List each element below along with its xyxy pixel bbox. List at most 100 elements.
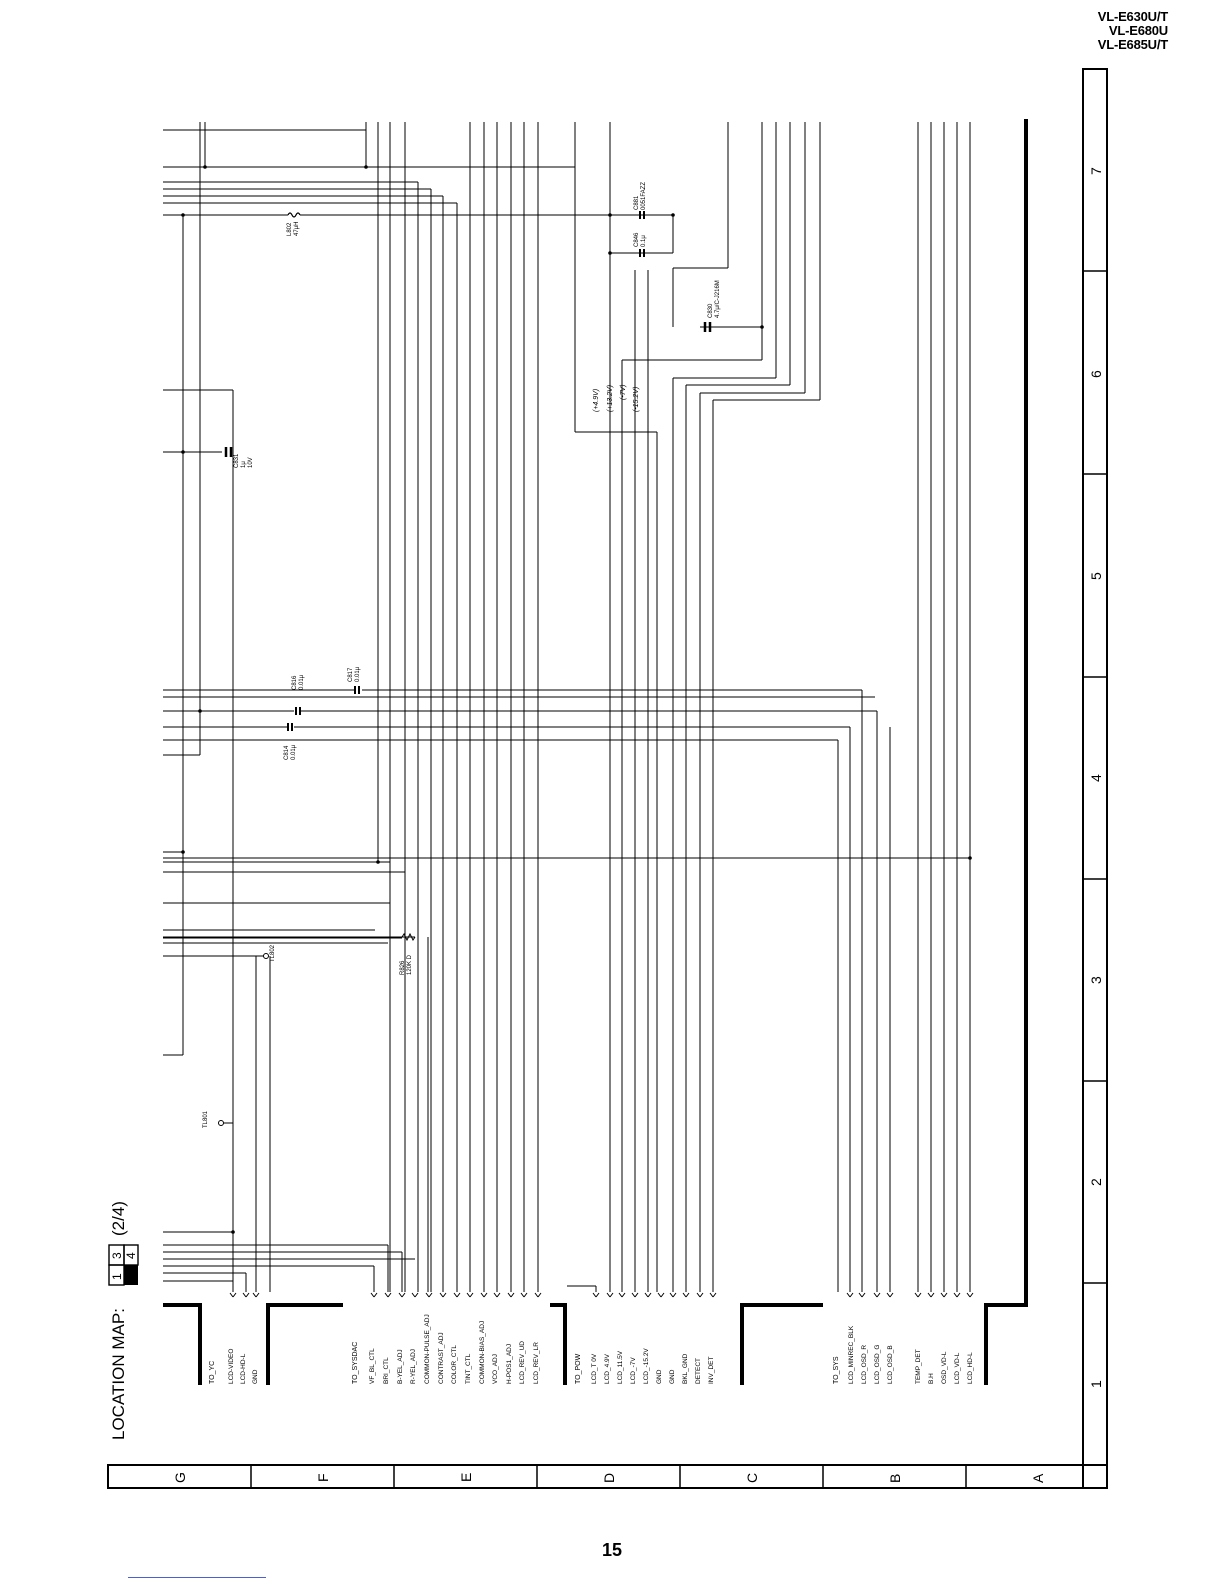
pin-label: COMMON-PULSE_ADJ: [424, 1314, 431, 1384]
pin-label: LCD_T 0V: [591, 1353, 598, 1384]
location-map-label: LOCATION MAP:: [109, 1308, 128, 1440]
pin-label: BKL_GND: [682, 1353, 689, 1384]
voltage-labels: (+4.9V) (+13.2V) (-7V) (-15.2V): [593, 384, 640, 412]
pin-label: COLOR_CTL: [451, 1345, 458, 1384]
value-c816: 0.01μ: [299, 674, 305, 690]
location-map: LOCATION MAP: 1 3 4 (2/4): [108, 1201, 139, 1440]
test-point-tl802: [263, 953, 269, 959]
grid-col-6: 6: [1088, 370, 1104, 378]
value-c830: 4.7μ/C-J216M: [715, 280, 721, 318]
bracket-right: [984, 119, 1028, 1385]
label-c846: C846: [634, 232, 640, 247]
pin-label: LCD-HD-L: [240, 1353, 247, 1384]
resistor-r826: [401, 932, 416, 942]
connector-brackets: [163, 119, 1028, 1385]
pin-label: LCD_11.5V: [617, 1350, 624, 1384]
value-c817: 0.01μ: [355, 666, 361, 682]
label-r826: R826: [400, 960, 406, 975]
pin-label: LCD_-15.2V: [643, 1348, 650, 1384]
pin-label: LCD_MINREC_BLK: [848, 1325, 855, 1384]
pin-label: INV_DET: [708, 1357, 715, 1384]
grid-row-c: C: [744, 1473, 760, 1483]
grid-col-7: 7: [1088, 167, 1104, 175]
pin-label: LCD_4.9V: [604, 1353, 611, 1384]
location-map-sheet: (2/4): [109, 1201, 128, 1236]
capacitor-c814: [287, 723, 293, 731]
capacitor-c846: [639, 249, 645, 257]
value-c846: 0.1μ: [641, 235, 647, 247]
inductor-l802: [287, 212, 301, 218]
pin-label: COMMON-BIAS_ADJ: [479, 1321, 486, 1384]
connector-to-pow: TO_POW: [575, 1353, 582, 1384]
grid-row-e: E: [458, 1473, 474, 1482]
connector-labels: TO_YC LCD-VIDEO LCD-HD-L GND TO_SYSDAC V…: [209, 1314, 974, 1384]
label-c881: C881: [634, 195, 640, 210]
label-l802: L802: [287, 222, 293, 236]
components: [218, 211, 712, 1126]
value-r826: 120K D: [407, 954, 413, 975]
location-map-cell-filled: [124, 1265, 138, 1285]
model-number-1: VL-E630U/T: [1097, 9, 1168, 24]
label-tl801: TL801: [203, 1110, 209, 1128]
bracket-to-yc: [163, 1303, 202, 1385]
pin-label: LCD_-7V: [630, 1357, 637, 1384]
pin-label: GND: [669, 1369, 676, 1384]
grid-column-labels: 1 2 3 4 5 6 7: [1088, 167, 1104, 1388]
label-c816: C816: [292, 675, 298, 690]
pin-label: GND: [656, 1369, 663, 1384]
grid-col-1: 1: [1088, 1380, 1104, 1388]
model-number-2: VL-E680U: [1108, 23, 1168, 38]
grid-row-f: F: [315, 1473, 331, 1482]
pin-label: OSD_VD-L: [941, 1351, 948, 1384]
voltage-c831: 10V: [248, 457, 254, 468]
pin-label: LCD_OSD_B: [887, 1345, 894, 1384]
drawing-frame: [107, 68, 1108, 1489]
pin-label: B.H: [928, 1373, 935, 1384]
pin-label: LCD_OSD_G: [874, 1345, 881, 1384]
pin-label: VF_BL_CTL: [369, 1348, 376, 1384]
pin-label: LCD-VIDEO: [228, 1349, 235, 1384]
label-c814: C814: [284, 745, 290, 760]
bracket-to-pow: [550, 1303, 567, 1385]
component-labels: L802 47μH C881 0051FAZZ C846 0.1μ C830 4…: [203, 182, 721, 1128]
pin-arrows: [229, 1292, 974, 1298]
pin-label: B-YEL_ADJ: [397, 1349, 404, 1384]
pin-label: TINT_CTL: [465, 1353, 472, 1384]
test-point-tl801: [218, 1120, 224, 1126]
bracket-to-sys: [740, 1303, 823, 1385]
capacitor-c816: [295, 707, 301, 715]
label-c817: C817: [348, 667, 354, 682]
pin-label: LCD_REV_LR: [533, 1342, 540, 1384]
grid-row-a: A: [1030, 1473, 1046, 1483]
bracket-to-sysdac: [266, 1303, 343, 1385]
grid-row-labels: G F E D C B A: [172, 1472, 1046, 1483]
capacitor-c831: [224, 447, 233, 457]
location-map-cell-4: [123, 1244, 139, 1266]
label-c830: C830: [708, 303, 714, 318]
pin-label: GND: [252, 1369, 259, 1384]
pin-label: DETECT: [695, 1358, 702, 1384]
voltage-label: (+4.9V): [593, 389, 600, 412]
capacitor-c817: [354, 686, 360, 694]
value-l802: 47μH: [294, 222, 300, 236]
pin-label: LCD_VD-L: [954, 1352, 961, 1384]
pin-label: H-POS1_ADJ: [506, 1344, 513, 1384]
voltage-label: (-7V): [620, 384, 627, 400]
pin-label: BRI_CTL: [383, 1357, 390, 1384]
grid-row-b: B: [887, 1474, 903, 1483]
pin-label: CONTRAST_ADJ: [438, 1332, 445, 1384]
page-number: 15: [601, 1540, 623, 1560]
pin-label: LCD_HD-L: [967, 1352, 974, 1384]
location-map-cell-3-label: 3: [110, 1252, 124, 1259]
capacitor-c881: [639, 211, 645, 219]
value-c881: 0051FAZZ: [641, 182, 647, 210]
grid-col-4: 4: [1088, 774, 1104, 782]
connector-to-sysdac: TO_SYSDAC: [352, 1342, 359, 1384]
grid-row-d: D: [601, 1473, 617, 1483]
footer-link-line: [128, 1577, 266, 1578]
location-map-cell-4-label: 4: [124, 1252, 138, 1259]
connector-to-yc: TO_YC: [209, 1361, 216, 1384]
voltage-label: (-15.2V): [633, 387, 640, 412]
grid-row-g: G: [172, 1472, 188, 1483]
